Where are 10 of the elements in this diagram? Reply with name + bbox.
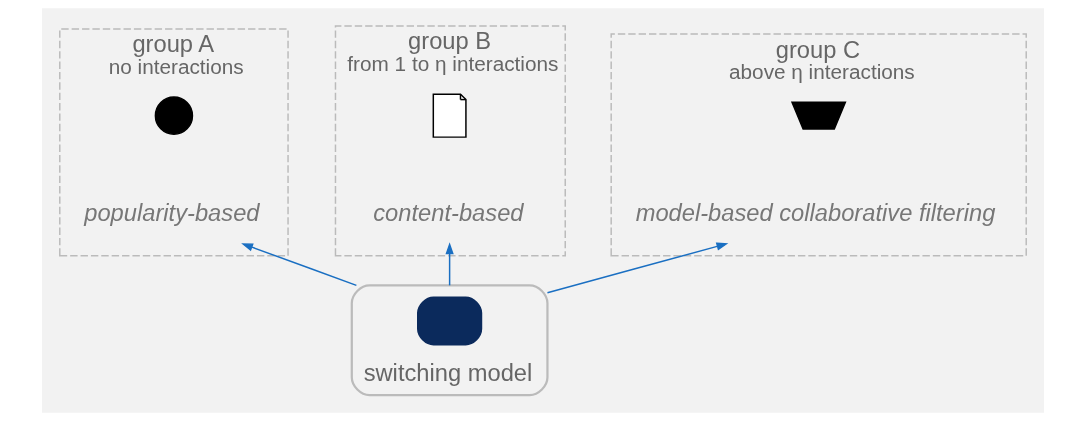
node-text: content-based (372, 200, 524, 227)
node-mask (790, 101, 846, 130)
node-text: popularity-based (83, 200, 260, 227)
arrow (546, 242, 728, 294)
node-box (416, 296, 482, 346)
node-text: model-based collaborative filtering (635, 200, 995, 227)
cluster: switching model (350, 284, 549, 397)
arrow (444, 242, 454, 287)
arrow (240, 243, 357, 287)
node-circle (154, 96, 193, 135)
